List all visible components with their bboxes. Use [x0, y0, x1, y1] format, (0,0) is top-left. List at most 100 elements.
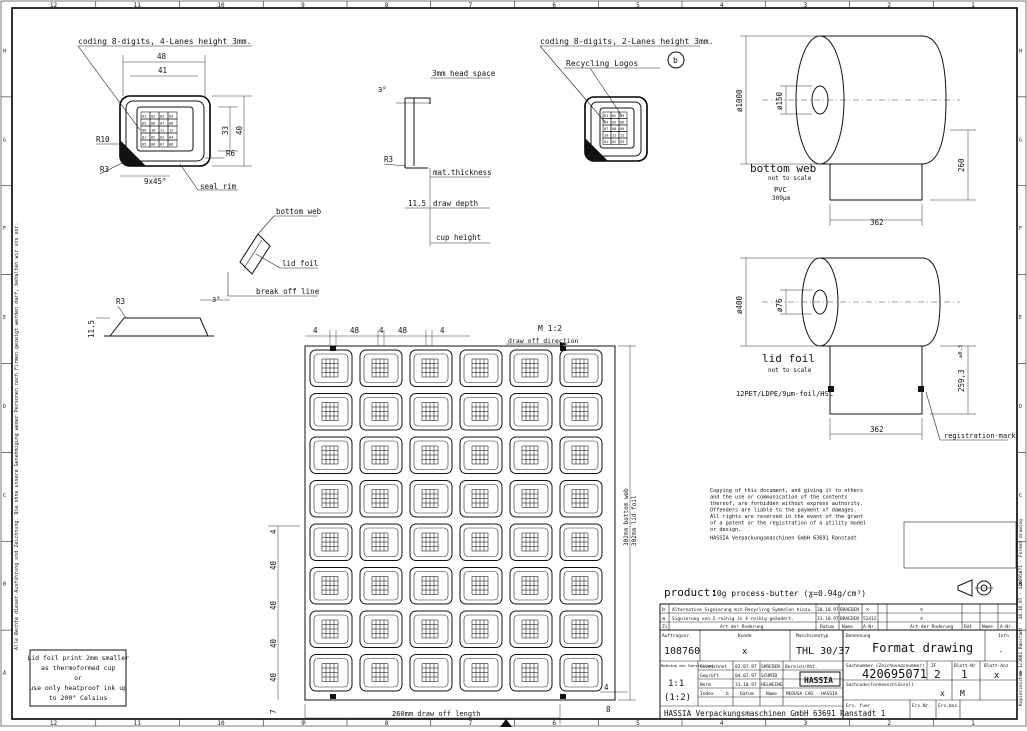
code-digit: 04 [604, 121, 608, 125]
layout-cups [309, 346, 603, 699]
ers-dr-label: Ers.bez. [938, 703, 960, 709]
copyright-line: Offenders are liable to the payment of d… [710, 508, 857, 514]
layout-frame [304, 345, 616, 701]
hassia-logo [799, 671, 841, 687]
copyright-line: Copying of this document, and giving it … [710, 488, 863, 494]
cavity-cup [309, 610, 353, 648]
formular-m: M [960, 689, 965, 698]
top-number: 3 [804, 2, 808, 9]
code-digit: 03 [160, 115, 164, 119]
gez-name: SKREDEN [761, 664, 780, 670]
layout-s40c: 40 [269, 638, 278, 648]
cavity-cup [459, 349, 503, 387]
projection-symbol [957, 579, 973, 597]
rev-right-anr: A-Nr. [1000, 624, 1014, 630]
left-letter: A [3, 671, 6, 677]
code-digit: 03 [620, 140, 624, 144]
cavity-cup [459, 654, 503, 692]
cavity-cup [559, 349, 603, 387]
bottom-number: 11 [134, 720, 142, 727]
rev-hdr-datum: Datum [820, 624, 834, 630]
cavity-cup [559, 480, 603, 518]
ers-label: Ers. fuer [846, 703, 871, 709]
cup4-d40: 40 [235, 125, 244, 135]
formular-x: x [940, 689, 945, 698]
bottom-number: 1 [971, 720, 975, 727]
massstab-label: Maßstab der Darstellung [661, 663, 714, 668]
code-digit: 10 [604, 134, 608, 138]
cavity-cup [409, 567, 453, 605]
rev-right-x1: x [920, 607, 923, 613]
copyright-line: or design. [710, 527, 741, 533]
benennung-value: Format drawing [872, 641, 973, 655]
code-digit: 08 [169, 143, 173, 147]
hassia-logo-text: HASSIA [804, 676, 833, 685]
stamp-box [903, 521, 1017, 569]
right-letter: D [1019, 404, 1022, 410]
product-value: 10g process-butter (ɣ=0.94g/cm³) [712, 589, 866, 598]
cavity-cup [359, 610, 403, 648]
code-digit: 01 [604, 140, 608, 144]
rev-b-name: BRAEDEN [840, 607, 859, 613]
cavity-cup [509, 567, 553, 605]
cavity-cup [309, 523, 353, 561]
code-digit: 03 [620, 114, 624, 118]
cavity-cup [459, 393, 503, 431]
layout-s7: 7 [269, 709, 278, 714]
rev-a-text: Signierung von 2-reihig in 4-reihig geän… [672, 616, 794, 622]
bw-mat: PVC [774, 186, 787, 194]
gepr-name: SCHMID [761, 673, 778, 679]
benennung-label: Benennung [846, 633, 871, 639]
auftrag-label: Auftragsnr. [662, 633, 692, 639]
layout-d4a: 4 [313, 326, 318, 335]
gez-date: 02.07.97 [735, 664, 757, 670]
cavity-cup [559, 393, 603, 431]
left-letter: F [3, 226, 6, 232]
side-h: 11.5 [87, 320, 96, 338]
cavity-cup [459, 436, 503, 474]
layout-d4b: 4 [379, 326, 384, 335]
right-letter: A [1019, 671, 1022, 677]
cavity-cup [309, 654, 353, 692]
name-label: Name [766, 691, 777, 697]
rev-a-date: 31.10.97 [817, 616, 839, 622]
left-letter: G [3, 137, 6, 143]
code-digit: 01 [142, 136, 146, 140]
top-number: 8 [385, 2, 389, 9]
bw-sub: not to scale [768, 175, 812, 182]
blatt-label: Blatt-Nr [954, 663, 976, 669]
rev-a-zone: a [662, 616, 665, 622]
code-digit: 06 [151, 143, 155, 147]
lf-sub: not to scale [768, 367, 812, 374]
rev-right-art: Art der Änderung [910, 623, 954, 630]
bottom-number: 9 [301, 720, 305, 727]
code-digit: 07 [604, 127, 608, 131]
lid-foil-roll: ø400 ø76 lid foil not to scale 12PET/LDP… [735, 257, 1016, 441]
code-digit: 06 [620, 121, 624, 125]
rev-hdr-zone: Zi [662, 624, 668, 630]
rev-b-zone: b [662, 607, 665, 613]
top-number: 5 [636, 2, 640, 9]
right-letter: C [1019, 493, 1022, 499]
layout-scale: M 1:2 [538, 324, 562, 333]
cavity-cup [509, 480, 553, 518]
right-letter: G [1019, 137, 1022, 143]
cavity-cup [459, 567, 503, 605]
bottom-number: 7 [469, 720, 473, 727]
lf-mat: 12PET/LDPE/9µm-foil/HSL [736, 390, 833, 398]
top-number: 6 [552, 2, 556, 9]
top-number: 10 [217, 2, 225, 9]
cavity-cup [509, 436, 553, 474]
right-margin-text: Kopierzeichen 1/2001 Ranstadt - 18.10.97… [1018, 519, 1024, 706]
gepr-date: 04.07.97 [735, 673, 757, 679]
layout-length: 260mm draw off length [392, 710, 481, 718]
bottom-number: 6 [552, 720, 556, 727]
sec-cupheight: cup height [436, 233, 481, 242]
cavity-cup [459, 610, 503, 648]
code-digit: 05 [612, 121, 616, 125]
product-label: product: [664, 586, 717, 599]
maschine-value: THL 30/37 [796, 646, 850, 657]
bottom-number: 8 [385, 720, 389, 727]
